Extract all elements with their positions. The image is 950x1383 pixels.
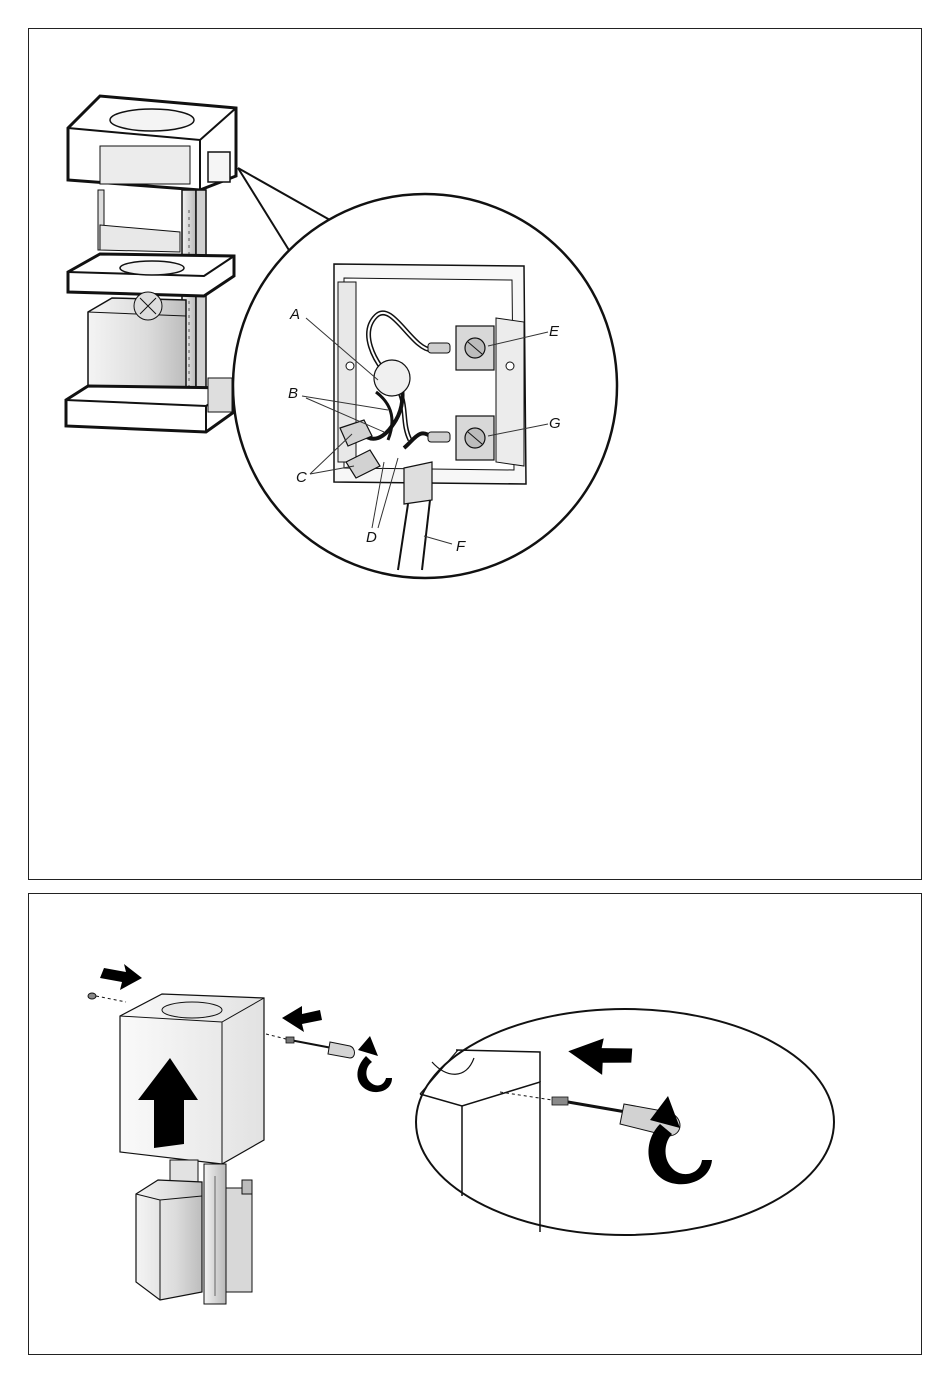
chimney-cover	[120, 994, 264, 1164]
callout-d: D	[366, 529, 377, 546]
callout-c: C	[296, 469, 307, 486]
screw-path-left	[96, 996, 126, 1002]
screw-icon	[88, 993, 96, 999]
callout-g: G	[549, 415, 561, 432]
rotate-arrow-icon	[357, 1036, 392, 1092]
callout-e: E	[549, 323, 560, 340]
direction-arrow-icon-right	[282, 1006, 322, 1032]
screwdriver-icon	[286, 1037, 355, 1058]
callout-b: B	[288, 385, 298, 402]
callout-f: F	[456, 538, 466, 555]
chimney-frame	[66, 96, 236, 432]
direction-arrow-icon	[100, 964, 142, 990]
callout-a: A	[289, 306, 300, 323]
lower-frame	[136, 1160, 252, 1304]
